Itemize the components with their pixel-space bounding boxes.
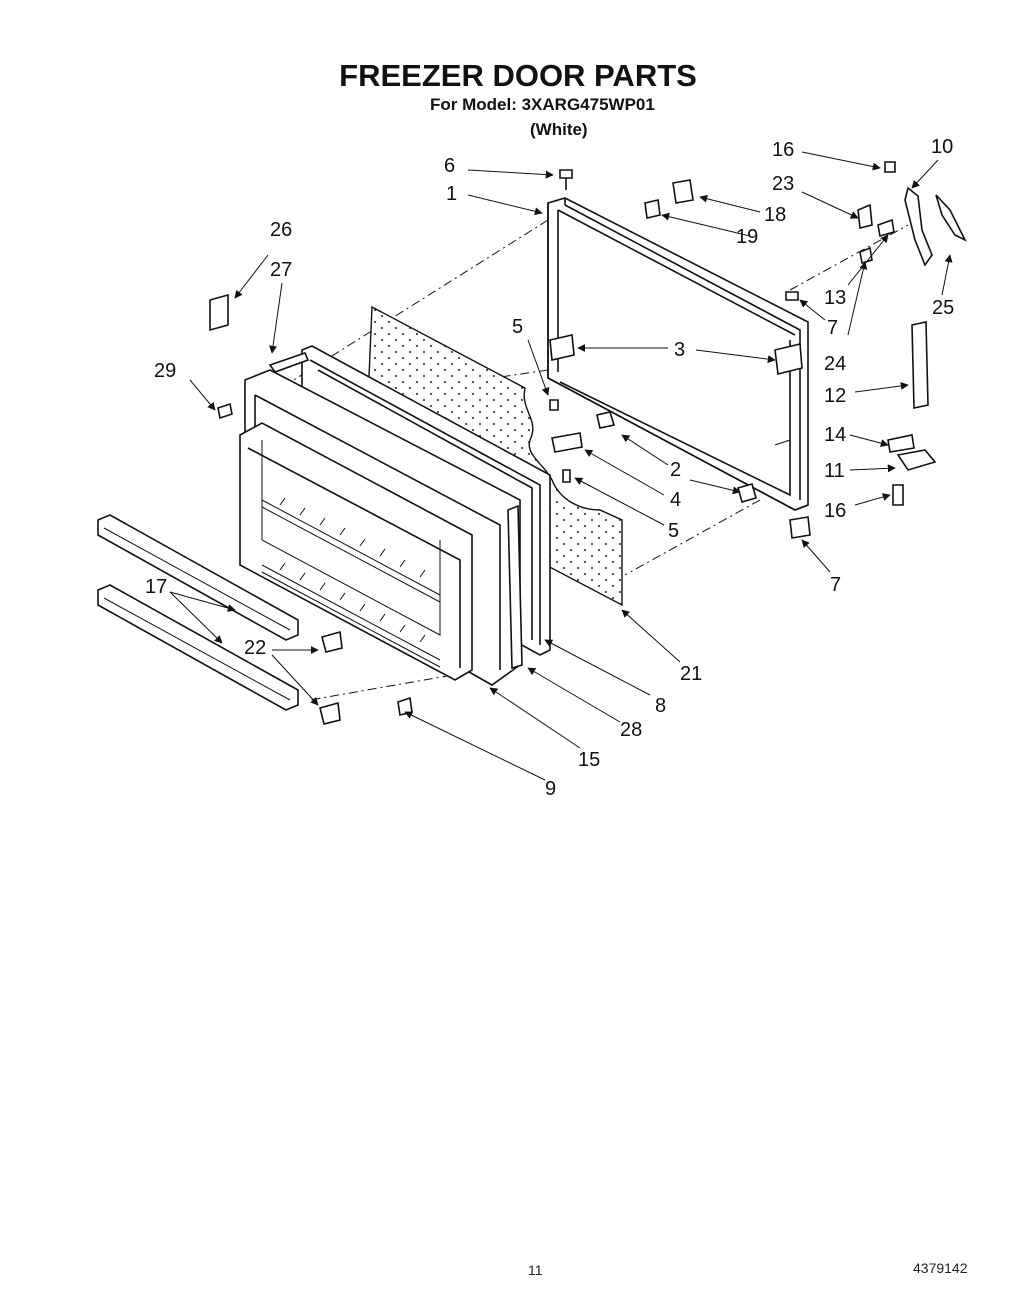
- door-liner: [239, 369, 521, 686]
- callout-label: 3: [674, 339, 685, 361]
- callout-label: 13: [824, 287, 846, 309]
- rail-end-cap: [321, 630, 343, 653]
- callout-label: 21: [680, 663, 702, 685]
- callout-numbers: 6 1 26 27 29 5 3 2 4 5 16 10 23 18 19 13…: [145, 136, 954, 800]
- callout-label: 6: [444, 155, 455, 177]
- callout-label: 25: [932, 297, 954, 319]
- callout-label: 16: [772, 139, 794, 161]
- callout-label: 22: [244, 637, 266, 659]
- callout-label: 7: [830, 574, 841, 596]
- document-number: 4379142: [913, 1260, 968, 1276]
- callout-label: 19: [736, 226, 758, 248]
- callout-label: 27: [270, 259, 292, 281]
- callout-label: 26: [270, 219, 292, 241]
- liner-ribs: [261, 497, 441, 668]
- page-title: FREEZER DOOR PARTS: [339, 58, 697, 93]
- callout-label: 24: [824, 353, 846, 375]
- callout-label: 14: [824, 424, 846, 446]
- callout-label: 18: [764, 204, 786, 226]
- callout-label: 10: [931, 136, 953, 158]
- callout-label: 16: [824, 500, 846, 522]
- hardware-parts: [209, 161, 967, 716]
- callout-label: 9: [545, 778, 556, 800]
- shelf-rails: [97, 514, 343, 725]
- callout-label: 2: [670, 459, 681, 481]
- callout-label: 1: [446, 183, 457, 205]
- callout-label: 17: [145, 576, 167, 598]
- callout-label: 23: [772, 173, 794, 195]
- color-variant: (White): [530, 120, 588, 139]
- model-line: For Model: 3XARG475WP01: [430, 95, 655, 114]
- callout-label: 28: [620, 719, 642, 741]
- callout-label: 5: [668, 520, 679, 542]
- callout-label: 5: [512, 316, 523, 338]
- leader-lines: [169, 151, 953, 781]
- callout-label: 15: [578, 749, 600, 771]
- callout-label: 11: [824, 460, 845, 482]
- callout-label: 8: [655, 695, 666, 717]
- callout-label: 29: [154, 360, 176, 382]
- callout-label: 12: [824, 385, 846, 407]
- page-number: 11: [528, 1262, 543, 1278]
- callout-label: 4: [670, 489, 681, 511]
- rail-end-cap: [319, 701, 341, 725]
- callout-label: 7: [827, 317, 838, 339]
- door-frame: [547, 197, 809, 511]
- side-trim: [507, 504, 523, 670]
